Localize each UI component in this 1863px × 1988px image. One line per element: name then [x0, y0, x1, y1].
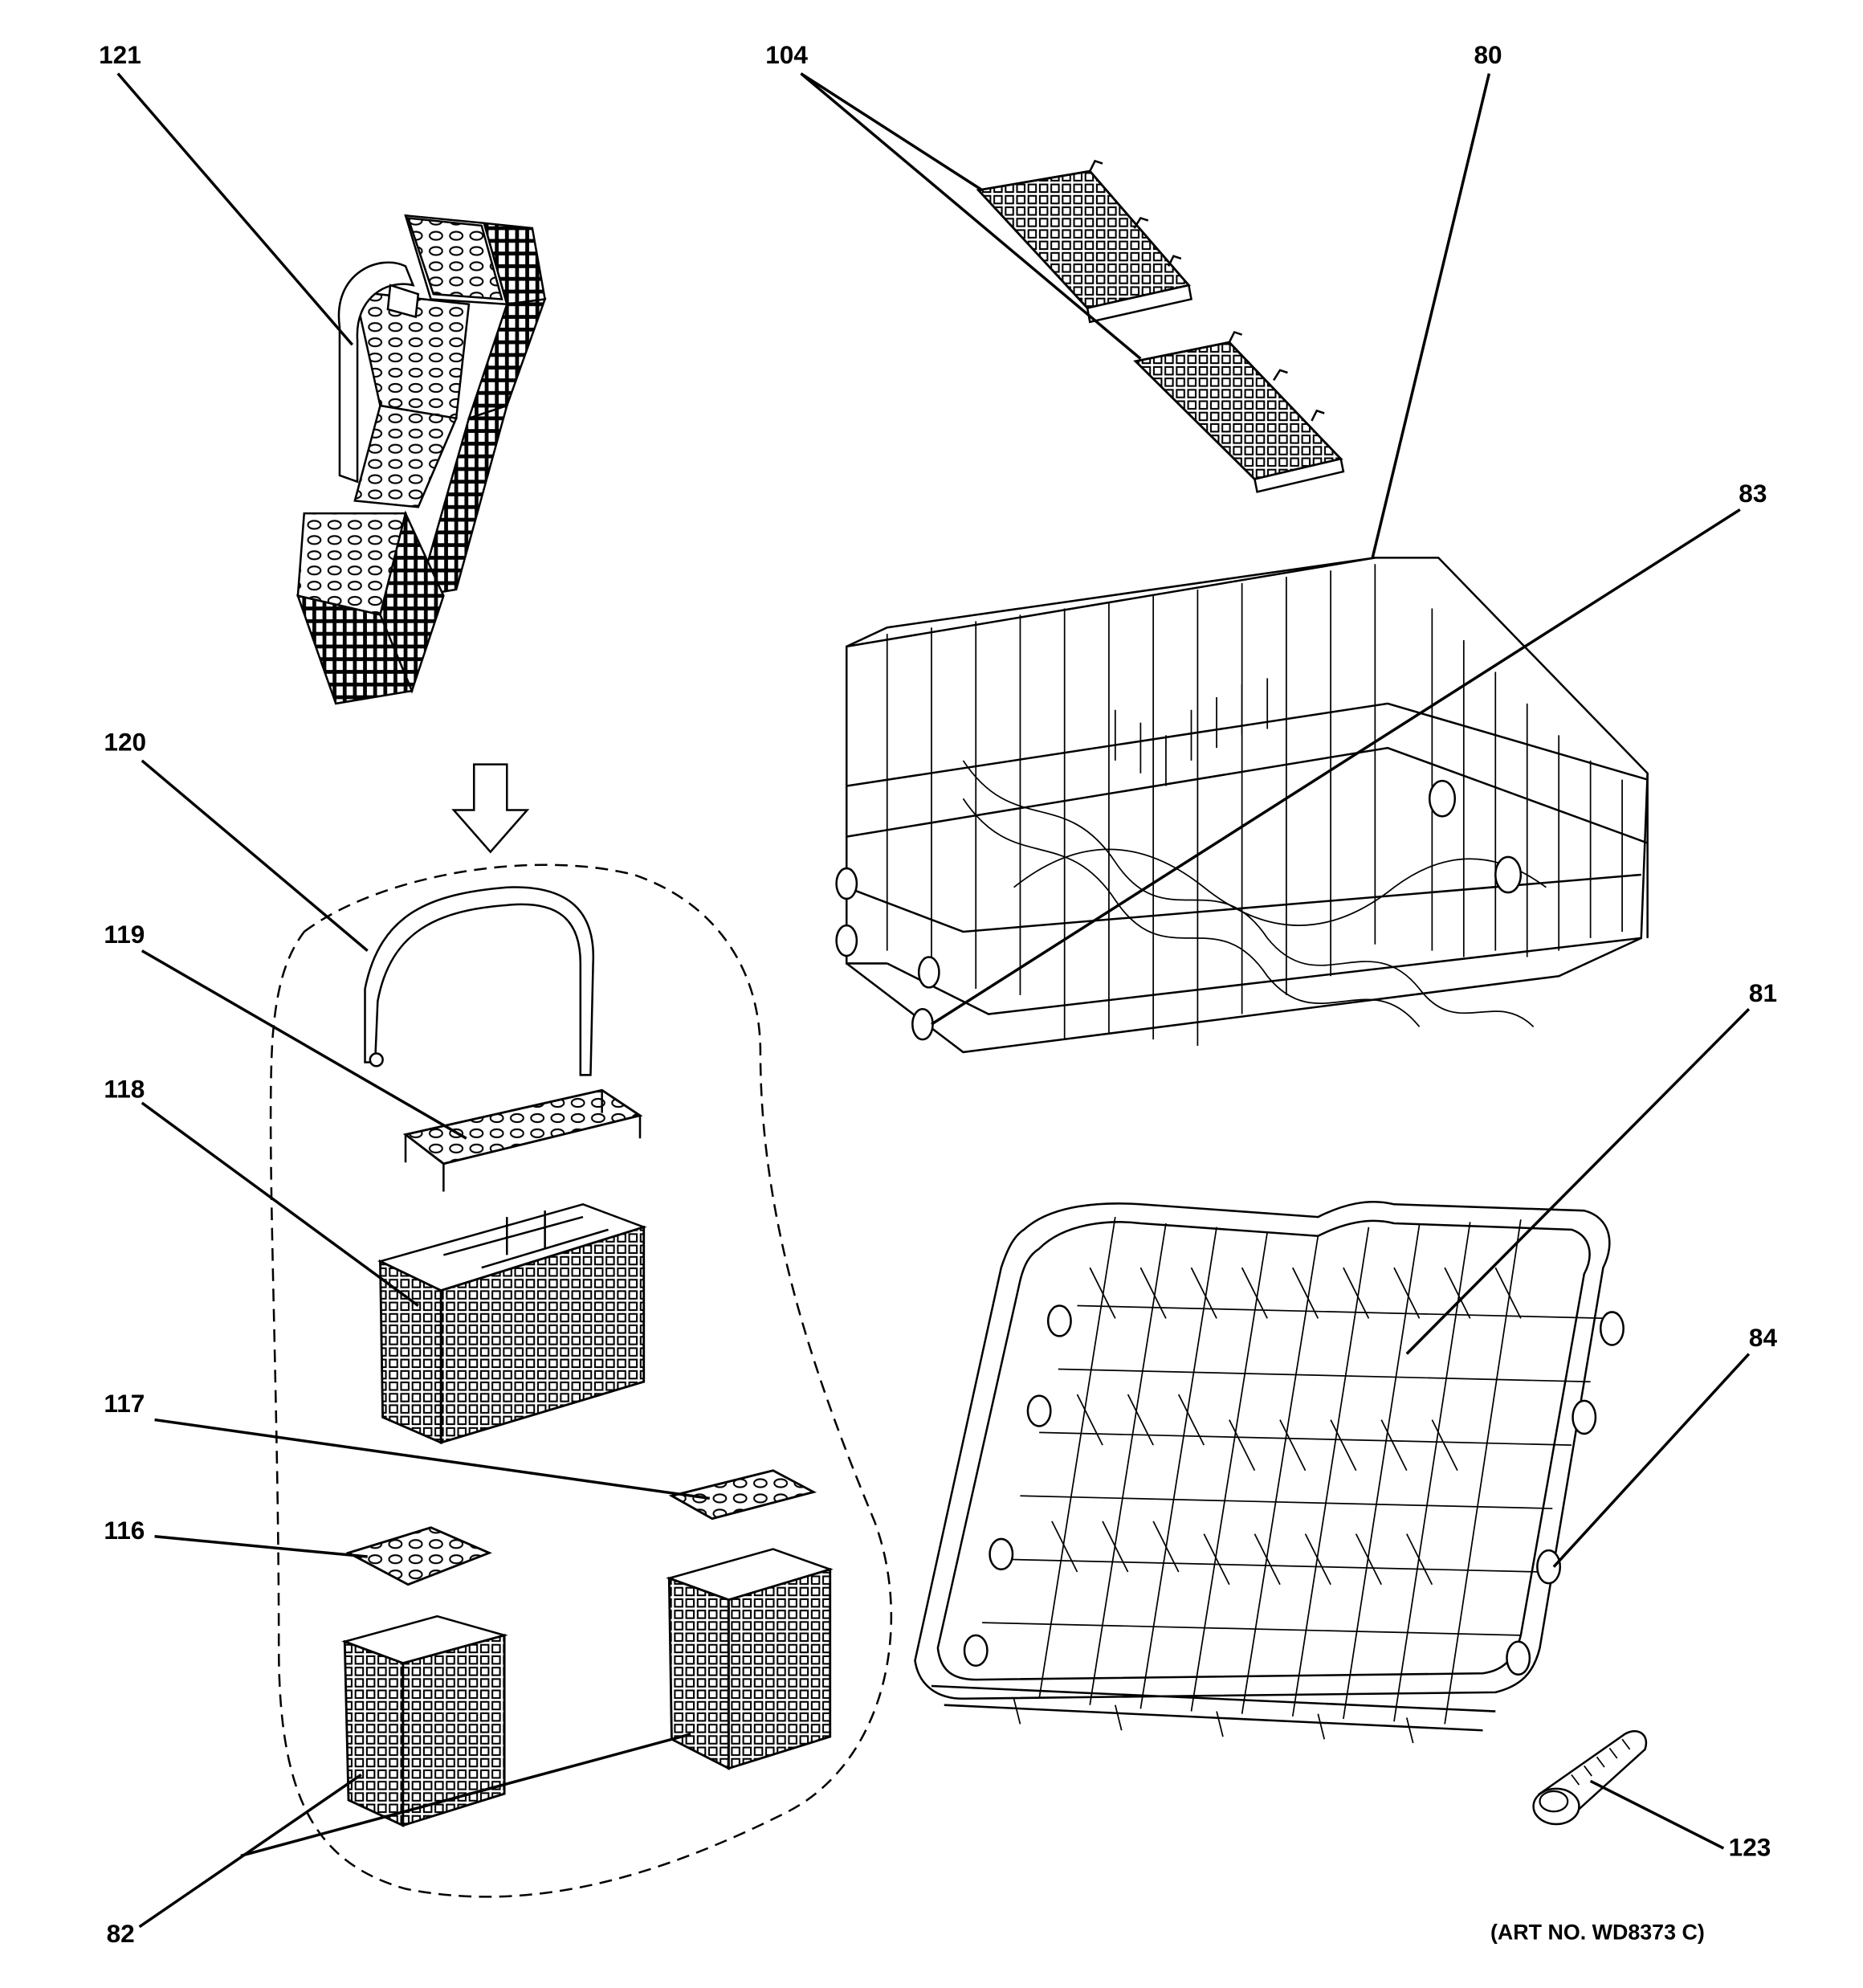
callout-120: 120 — [104, 729, 147, 757]
callout-123: 123 — [1728, 1834, 1771, 1863]
basket-handle — [364, 886, 595, 1076]
callout-80: 80 — [1474, 42, 1502, 70]
leader-84 — [1552, 1353, 1751, 1568]
leader-83 — [931, 508, 1741, 1026]
callout-84: 84 — [1748, 1325, 1778, 1353]
down-arrow — [451, 763, 530, 854]
clip-123 — [1532, 1730, 1648, 1826]
exploded-group-outline — [269, 863, 893, 1898]
basket-lid — [402, 1088, 643, 1165]
callout-118: 118 — [104, 1076, 145, 1104]
leader-82a — [138, 1774, 362, 1929]
leader-116 — [154, 1535, 368, 1558]
leader-80 — [1371, 73, 1491, 558]
art-number: (ART NO. WD8373 C) — [1490, 1920, 1705, 1945]
small-basket-left — [341, 1614, 508, 1827]
leader-82b — [240, 1733, 691, 1858]
leader-104a — [800, 72, 984, 192]
leader-123 — [1589, 1779, 1725, 1850]
upper-rack — [835, 557, 1649, 1054]
callout-116: 116 — [104, 1517, 145, 1545]
callout-81: 81 — [1748, 979, 1778, 1008]
silverware-basket-assembled — [296, 214, 547, 705]
main-basket — [377, 1202, 647, 1445]
callout-83: 83 — [1739, 480, 1767, 508]
small-basket-right — [666, 1548, 834, 1770]
leader-119 — [141, 949, 467, 1140]
callout-119: 119 — [104, 921, 145, 950]
leader-117 — [154, 1418, 711, 1500]
small-lid-116 — [345, 1526, 492, 1586]
leader-81 — [1405, 1008, 1751, 1355]
small-lid-117 — [668, 1469, 817, 1521]
leader-120 — [141, 759, 369, 952]
lower-rack — [914, 1200, 1625, 1744]
callout-104: 104 — [765, 42, 808, 70]
callout-121: 121 — [99, 42, 141, 70]
cup-shelves — [976, 159, 1345, 493]
callout-117: 117 — [104, 1390, 145, 1419]
leader-118 — [141, 1101, 419, 1307]
leader-121 — [116, 72, 354, 346]
callout-82: 82 — [106, 1920, 135, 1949]
leader-104b — [800, 72, 1142, 360]
